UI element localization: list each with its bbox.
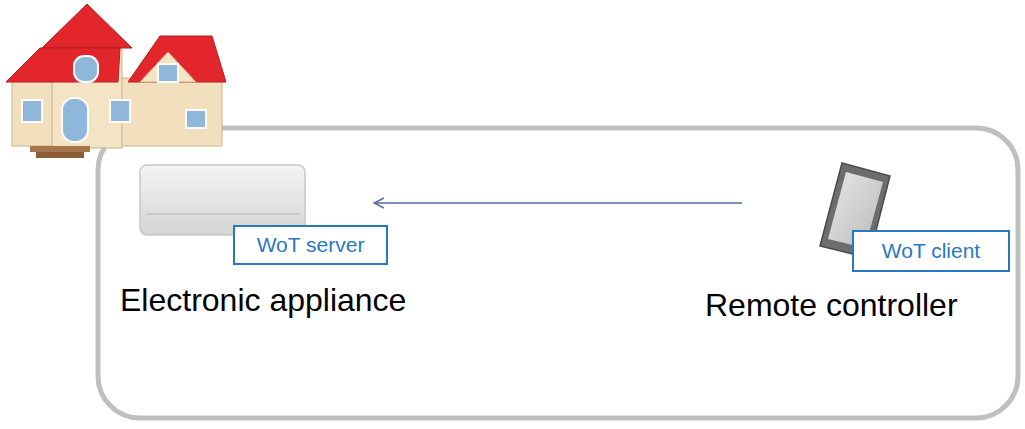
controller-node: Remote controllerWoT client (742, 160, 1012, 275)
appliance-node: Electronic applianceWoT server (140, 160, 374, 270)
house-steps (30, 146, 90, 152)
node-caption: Electronic appliance (120, 282, 406, 319)
home-boundary (98, 128, 1018, 418)
badge-label: WoT client (882, 239, 980, 263)
node-caption: Remote controller (705, 287, 958, 324)
house-window (74, 56, 98, 82)
client-badge: WoT client (852, 230, 1010, 272)
ac-vent (146, 213, 300, 215)
house-roof (6, 48, 120, 82)
house-window (186, 110, 206, 128)
house-roof (128, 36, 226, 82)
house-gable (140, 52, 196, 82)
house-window (22, 100, 42, 122)
house-steps (36, 152, 84, 158)
server-badge: WoT server (233, 225, 388, 265)
house-window (110, 100, 130, 122)
request-arrow (374, 202, 742, 204)
house-window (158, 64, 178, 82)
house-roof (42, 4, 132, 48)
badge-label: WoT server (257, 233, 365, 257)
house-icon (6, 4, 226, 158)
house-door (62, 98, 88, 142)
